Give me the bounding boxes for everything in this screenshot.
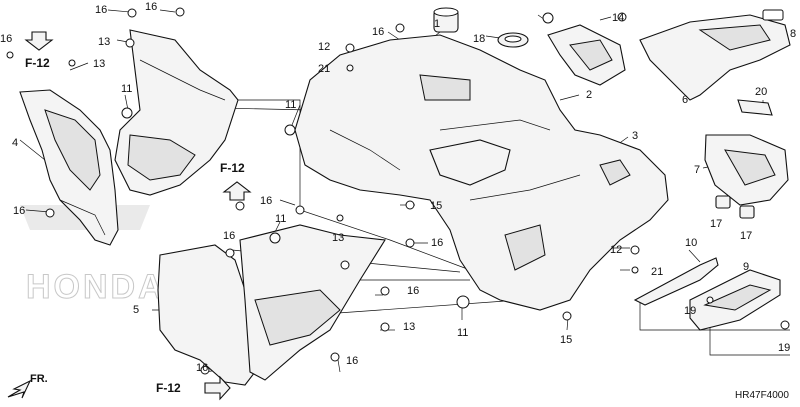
label-part-7: 7	[694, 164, 700, 176]
label-part-12-a: 12	[318, 41, 330, 53]
label-part-16-c: 16	[145, 1, 157, 13]
label-part-21-b: 21	[651, 266, 663, 278]
label-part-16-a: 16	[0, 33, 12, 45]
label-part-16-d: 16	[13, 205, 25, 217]
label-part-11-d: 11	[457, 327, 468, 339]
label-part-13-b: 13	[93, 58, 105, 70]
rear-cover-right	[639, 14, 791, 101]
label-part-2: 2	[586, 89, 592, 101]
label-part-19-b: 19	[778, 342, 790, 354]
bracket	[547, 24, 626, 86]
label-part-16-k: 16	[196, 362, 208, 374]
rear-fender-main	[294, 34, 669, 311]
small-bracket	[737, 99, 773, 116]
label-part-14: 14	[612, 12, 624, 24]
label-part-11-a: 11	[121, 83, 132, 95]
front-direction-label: FR.	[30, 373, 48, 385]
label-part-19-a: 19	[684, 305, 696, 317]
label-part-11-c: 11	[275, 213, 286, 225]
label-part-6: 6	[682, 94, 688, 106]
label-part-10: 10	[685, 237, 697, 249]
label-part-17-b: 17	[740, 230, 752, 242]
label-part-1: 1	[434, 18, 440, 30]
diagram-code: HR47F4000	[735, 390, 789, 401]
mudguard-left	[19, 89, 119, 246]
lower-guards	[633, 257, 781, 331]
part-number-labels: 1 2 3 4 5 6 7 8 9 10 11 11 11 11 12 12 1…	[0, 1, 796, 374]
label-part-20: 20	[755, 86, 767, 98]
label-part-13-d: 13	[403, 321, 415, 333]
fuel-cap-assembly	[433, 7, 459, 33]
fasteners	[6, 7, 790, 375]
reference-f12-bottom: F-12	[156, 381, 181, 395]
label-part-8: 8	[790, 28, 796, 40]
label-part-16-g: 16	[223, 230, 235, 242]
label-part-12-b: 12	[610, 244, 622, 256]
reference-arrows	[7, 31, 252, 401]
label-part-18: 18	[473, 33, 485, 45]
cap-ring	[497, 32, 529, 48]
label-part-17-a: 17	[710, 218, 722, 230]
label-part-5: 5	[133, 304, 139, 316]
label-part-15-a: 15	[430, 200, 442, 212]
label-part-16-b: 16	[95, 4, 107, 16]
clips	[715, 195, 755, 219]
label-part-15-b: 15	[560, 334, 572, 346]
side-cover-right	[704, 134, 789, 206]
reference-f12-top-left: F-12	[25, 56, 50, 70]
reference-labels: F-12 F-12 F-12 FR. HR47F4000	[25, 56, 789, 401]
watermark-text: HONDA	[26, 268, 166, 306]
label-part-13-a: 13	[98, 36, 110, 48]
label-part-13-c: 13	[332, 232, 344, 244]
label-part-16-j: 16	[346, 355, 358, 367]
label-part-21-a: 21	[318, 63, 330, 75]
label-part-11-b: 11	[285, 99, 296, 111]
label-part-16-f: 16	[260, 195, 272, 207]
inner-fender-left	[114, 29, 239, 196]
label-part-16-i: 16	[407, 285, 419, 297]
label-part-9: 9	[743, 261, 749, 273]
label-part-16-h: 16	[431, 237, 443, 249]
label-part-4: 4	[12, 137, 18, 149]
label-part-3: 3	[632, 130, 638, 142]
reference-f12-middle: F-12	[220, 161, 245, 175]
label-part-16-e: 16	[372, 26, 384, 38]
